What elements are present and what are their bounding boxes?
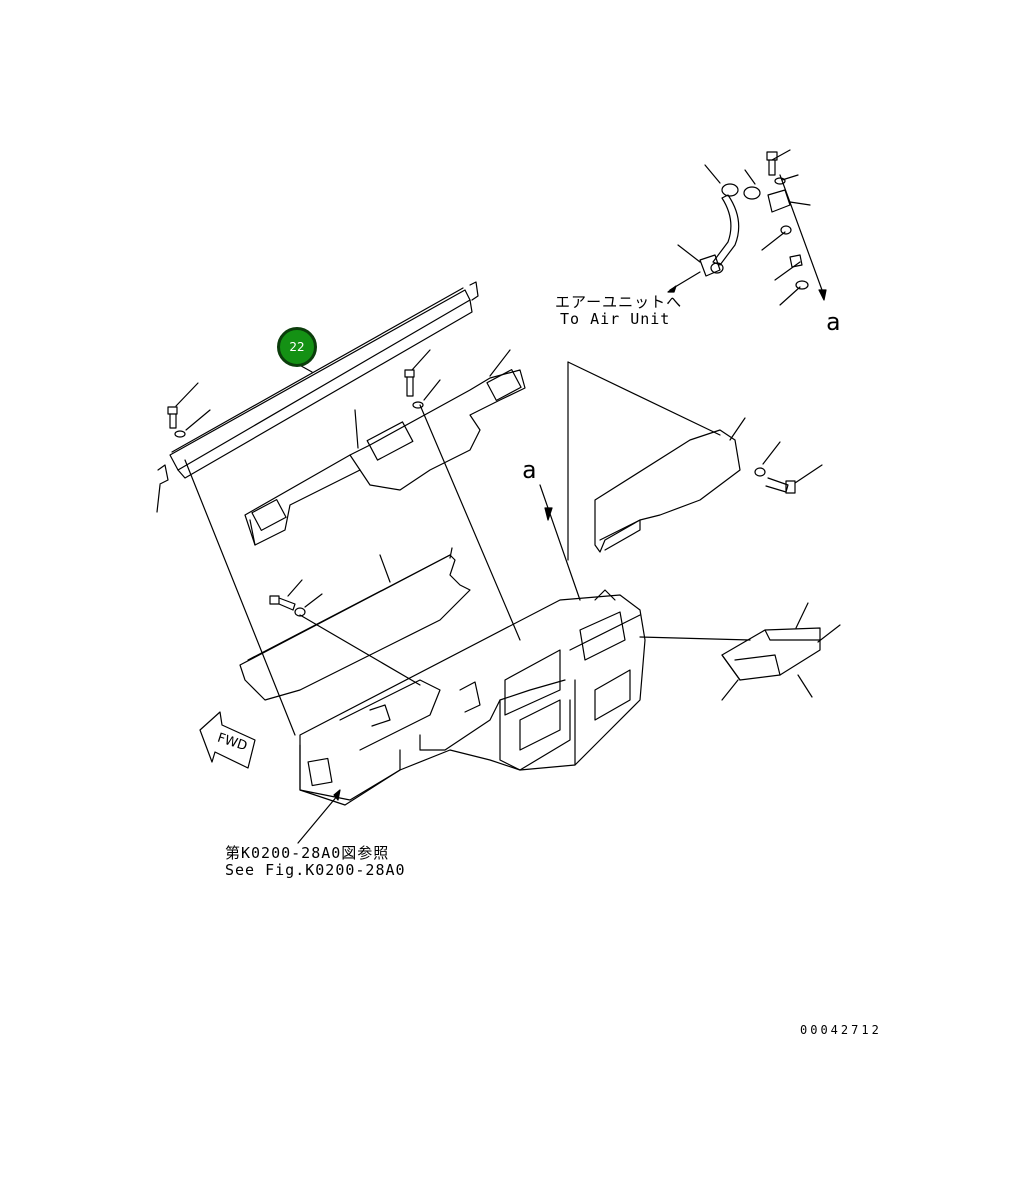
drawing-number: 00042712 [800,1023,882,1037]
center-duct-assembly [244,349,526,546]
to-air-unit-en: To Air Unit [560,310,671,328]
guide-line-center [419,404,521,641]
triangle-line-top [567,361,721,436]
see-fig-arrow [297,794,339,844]
vent-leader-line [639,636,751,641]
arrow-a-mid [544,507,553,521]
hose-assembly [667,164,761,293]
top-trim-strip [157,281,479,485]
bolt-washer-right [754,441,823,494]
side-duct-cover [567,361,746,561]
outlet-vent [639,602,841,701]
dashboard-frame [299,589,646,806]
bolt-center [404,349,441,409]
see-fig-en: See Fig.K0200-28A0 [225,861,406,879]
ref-letter-a-mid: a [522,456,537,484]
guide-line-a [539,484,581,601]
clamp-stack [761,149,827,306]
ref-letter-a-top: a [826,308,841,336]
bolt-top-left [156,382,211,513]
guide-line-mid [299,614,421,686]
see-fig-jp: 第K0200-28A0図参照 [225,844,390,862]
bolt-washer-mid [269,579,323,617]
to-air-unit-jp: エアーユニットへ [555,293,683,311]
callout-badge-22[interactable]: 22 [277,327,317,367]
guide-line-left [184,459,296,736]
fwd-arrow-shape [199,711,256,769]
lower-cover-panel [239,547,471,701]
